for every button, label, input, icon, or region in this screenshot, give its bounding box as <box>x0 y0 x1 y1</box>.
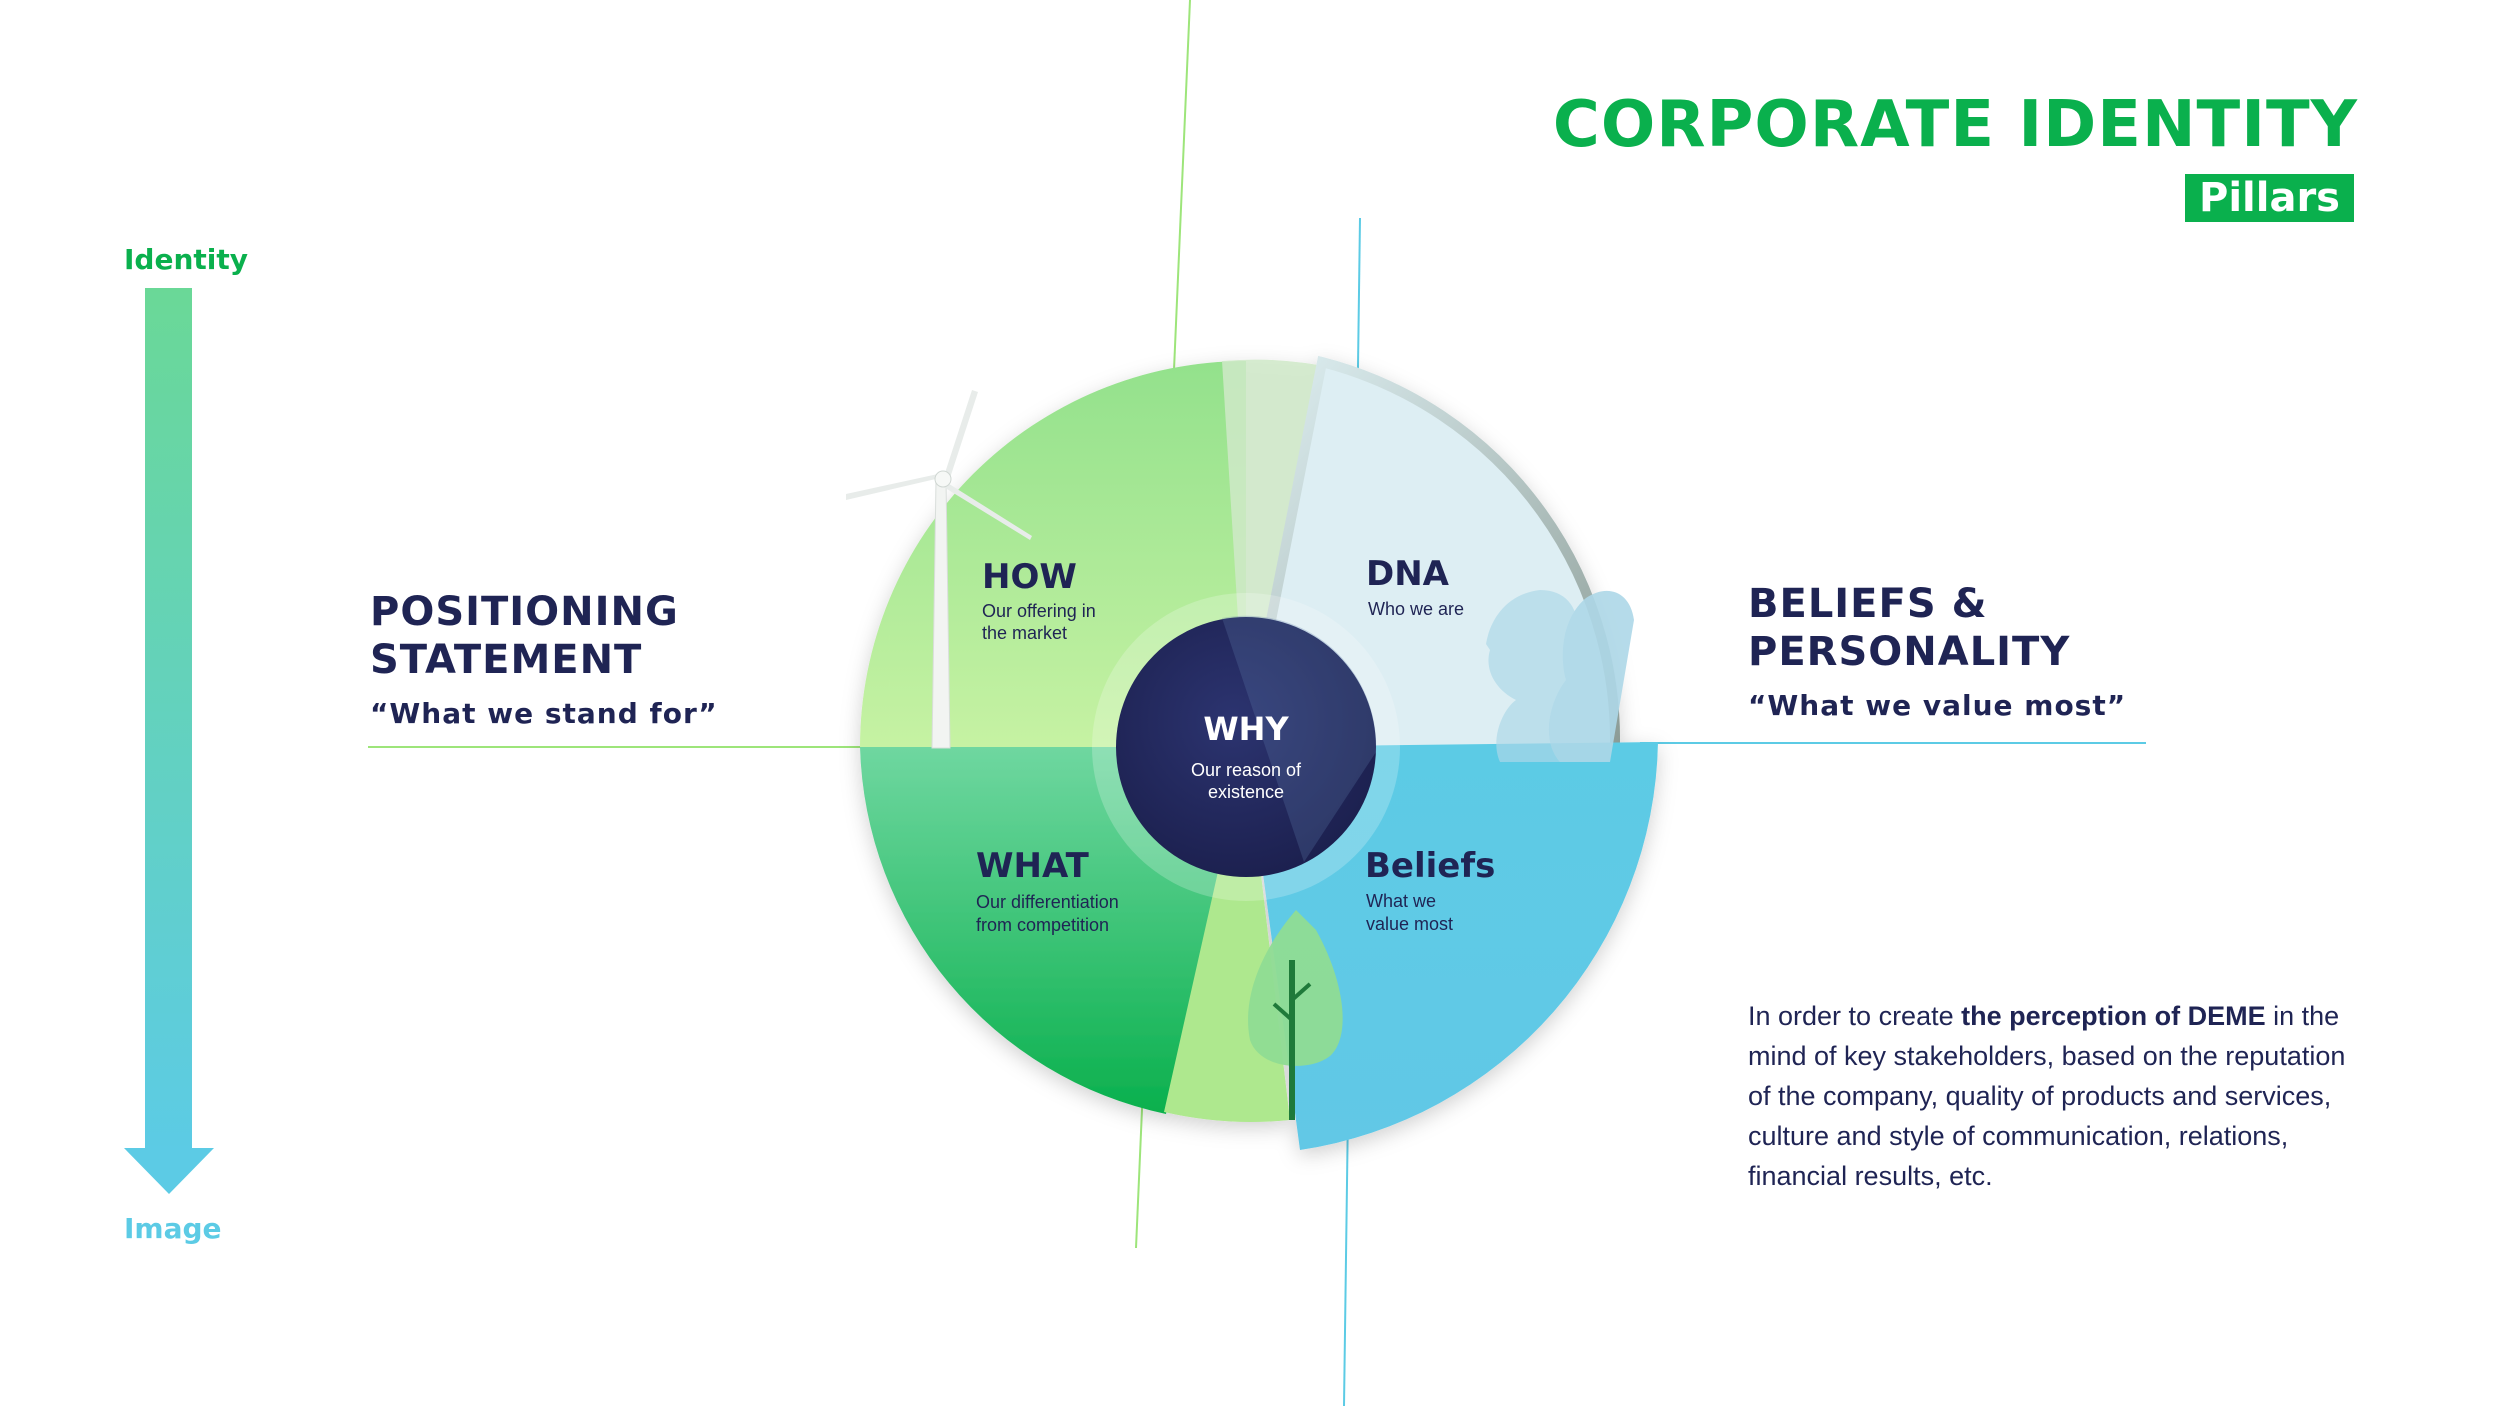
people-silhouette-illustration <box>1486 590 1634 762</box>
how-title: HOW <box>982 557 1077 597</box>
page-subtitle-badge: Pillars <box>2185 174 2354 222</box>
identity-label: Identity <box>124 243 248 276</box>
identity-image-arrow-head <box>124 1148 214 1194</box>
what-title: WHAT <box>976 846 1090 886</box>
beliefs-desc-line2: value most <box>1366 914 1453 934</box>
what-desc-line1: Our differentiation <box>976 892 1119 912</box>
perception-description: In order to create the perception of DEM… <box>1748 996 2368 1196</box>
why-desc-line2: existence <box>1208 782 1284 802</box>
dna-desc-line1: Who we are <box>1368 599 1464 619</box>
dna-title: DNA <box>1366 554 1450 594</box>
what-desc-line2: from competition <box>976 915 1109 935</box>
positioning-heading-line2: STATEMENT <box>370 637 642 683</box>
description-before: In order to create <box>1748 1001 1961 1031</box>
beliefs-personality: BELIEFS & PERSONALITY “What we value mos… <box>1748 580 2188 724</box>
how-desc-line1: Our offering in <box>982 601 1096 621</box>
how-desc-line2: the market <box>982 623 1067 643</box>
why-title: WHY <box>1203 710 1289 748</box>
page-title: CORPORATE IDENTITY <box>1553 88 2358 162</box>
beliefs-title: Beliefs <box>1365 846 1495 886</box>
beliefs-quote: “What we value most” <box>1748 688 2188 724</box>
why-desc-line1: Our reason of <box>1191 760 1302 780</box>
positioning-heading-line1: POSITIONING <box>370 589 679 635</box>
positioning-statement: POSITIONING STATEMENT “What we stand for… <box>370 588 790 732</box>
image-label: Image <box>124 1212 222 1245</box>
identity-image-arrow-shaft <box>145 288 192 1150</box>
beliefs-heading-line1: BELIEFS & <box>1748 581 1987 627</box>
beliefs-heading-line2: PERSONALITY <box>1748 629 2070 675</box>
positioning-quote: “What we stand for” <box>370 696 790 732</box>
beliefs-desc-line1: What we <box>1366 891 1436 911</box>
description-bold: the perception of DEME <box>1961 1001 2266 1031</box>
